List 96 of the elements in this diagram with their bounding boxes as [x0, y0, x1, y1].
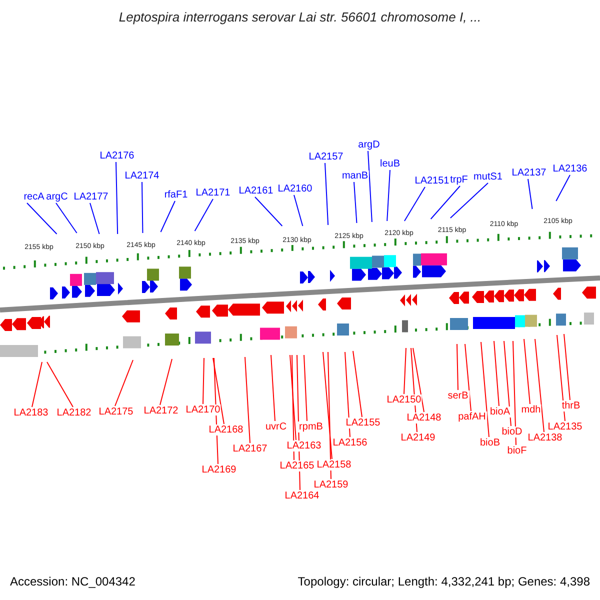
leader-line	[564, 334, 570, 400]
leader-line	[456, 344, 458, 390]
leader-line	[116, 162, 118, 234]
leader-line	[294, 194, 304, 226]
gene-label: manB	[340, 170, 370, 182]
leader-line	[114, 360, 134, 406]
leader-line	[528, 178, 533, 210]
gene-label: LA2176	[98, 150, 136, 162]
leader-line	[254, 196, 283, 226]
gene-label: LA2168	[208, 424, 244, 436]
leader-line	[46, 362, 74, 408]
leader-line	[142, 182, 144, 234]
gene-label: leuB	[379, 158, 401, 170]
leader-line	[212, 358, 224, 424]
gene-label: bioF	[506, 446, 528, 456]
gene-label: rfaF1	[163, 190, 189, 200]
gene-label: recA	[22, 192, 46, 202]
leader-line	[464, 344, 472, 412]
gene-label: rpmB	[298, 422, 324, 432]
gene-label: uvrC	[264, 422, 288, 432]
leader-line	[512, 340, 516, 446]
leader-line	[160, 200, 176, 232]
leader-line	[324, 162, 329, 226]
gene-label: bioB	[479, 438, 501, 448]
gene-label: argD	[357, 140, 381, 150]
gene-label: LA2151	[414, 176, 450, 186]
gene-label: LA2165	[278, 460, 316, 472]
genome-info-text: Topology: circular; Length: 4,332,241 bp; Genes: 4,398	[298, 576, 590, 588]
gene-label: LA2161	[238, 186, 274, 196]
gene-label: LA2150	[386, 394, 422, 406]
leader-line	[480, 342, 490, 438]
leader-line	[450, 182, 488, 218]
gene-label: mdh	[520, 404, 542, 416]
gene-label: LA2177	[72, 192, 110, 202]
gene-label: bioA	[489, 406, 511, 418]
leader-line	[556, 174, 570, 202]
leader-line	[202, 358, 204, 404]
gene-label: mutS1	[472, 172, 504, 182]
leader-line	[292, 354, 294, 460]
leader-line	[412, 348, 424, 412]
leader-line	[270, 354, 276, 422]
gene-label: LA2172	[142, 406, 180, 416]
gene-label: LA2164	[284, 490, 320, 502]
gene-label: LA2136	[552, 164, 588, 174]
map-title: Leptospira interrogans serovar Lai str. 56601 chromosome I, ...	[118, 12, 482, 22]
gene-label: LA2138	[526, 432, 564, 444]
gene-label: LA2174	[124, 170, 160, 182]
leader-line	[352, 350, 362, 418]
gene-label: LA2160	[276, 184, 314, 194]
gene-label: LA2183	[12, 408, 50, 418]
leader-line	[322, 352, 332, 460]
gene-label: LA2163	[286, 440, 322, 452]
leader-line	[354, 182, 358, 224]
leader-line	[556, 334, 566, 422]
leader-line	[386, 170, 390, 222]
leader-line	[494, 340, 500, 406]
leader-line	[524, 338, 530, 404]
gene-label: bioD	[500, 426, 524, 438]
leader-line	[160, 358, 172, 406]
leader-line	[194, 198, 214, 232]
gene-label: serB	[446, 390, 470, 402]
accession-text: Accession: NC_004342	[10, 576, 136, 588]
gene-label: LA2137	[510, 168, 548, 178]
leader-line	[534, 338, 544, 432]
leader-line	[328, 352, 332, 480]
leader-line	[32, 362, 42, 408]
gene-label: pafAH	[457, 412, 487, 422]
gene-label: LA2148	[406, 412, 442, 424]
gene-label: trpF	[449, 174, 469, 186]
gene-label: LA2175	[98, 406, 134, 418]
gene-label: LA2156	[332, 438, 368, 448]
leader-line	[56, 202, 78, 234]
gene-label: argC	[45, 192, 69, 202]
leader-line	[304, 354, 308, 422]
leader-line	[404, 186, 426, 222]
leader-line	[290, 354, 296, 440]
gene-label: thrB	[560, 400, 582, 412]
leader-line	[368, 150, 372, 222]
gene-label: LA2135	[546, 422, 584, 432]
gene-label: LA2149	[400, 432, 436, 444]
leader-line	[504, 340, 512, 426]
leader-line	[344, 352, 350, 438]
gene-label: LA2158	[316, 460, 352, 470]
gene-label: LA2157	[308, 152, 344, 162]
gene-label: LA2182	[56, 408, 92, 418]
gene-label: LA2159	[312, 480, 350, 490]
leader-line	[244, 356, 250, 444]
gene-label: LA2170	[184, 404, 222, 416]
leader-line	[430, 186, 460, 220]
leader-line	[404, 348, 406, 394]
gene-label: LA2169	[200, 464, 238, 476]
gene-label: LA2171	[194, 188, 232, 198]
gene-label: LA2155	[344, 418, 382, 428]
leader-line	[26, 202, 58, 234]
gene-label: LA2167	[232, 444, 268, 454]
leader-line	[90, 202, 100, 234]
